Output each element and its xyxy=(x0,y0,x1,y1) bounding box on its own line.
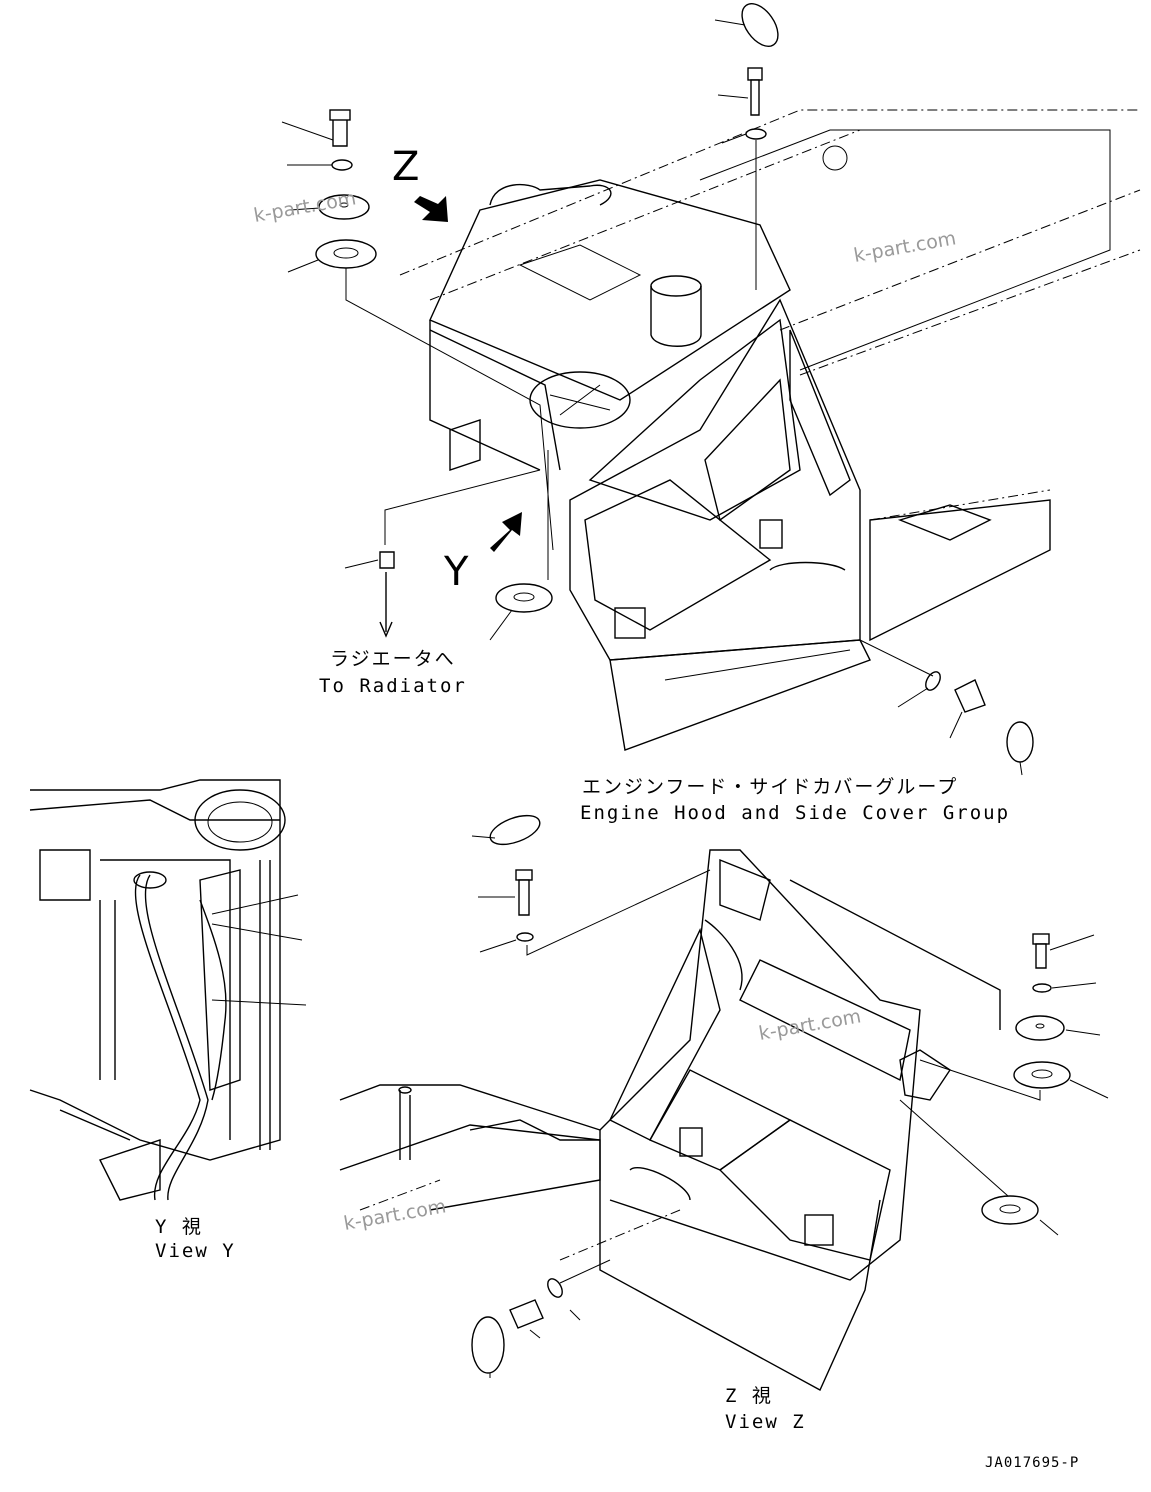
label-view-y-en: View Y xyxy=(155,1240,236,1262)
view-letter-z: Z xyxy=(392,144,419,190)
view-y-arrow-icon xyxy=(490,512,522,552)
label-view-z-jp: Z 視 xyxy=(725,1385,773,1407)
hardware-stack-top-right xyxy=(714,3,779,290)
label-group-jp: エンジンフード・サイドカバーグループ xyxy=(582,776,958,798)
watermark: k-part.com xyxy=(757,1005,863,1045)
watermark: k-part.com xyxy=(342,1195,448,1235)
drawing-code: JA017695-P xyxy=(985,1455,1079,1471)
view-arrows xyxy=(414,196,522,552)
view-z-arrow-icon xyxy=(414,196,448,222)
view-letter-y: Y xyxy=(443,549,469,595)
view-z-detail xyxy=(339,849,1001,1391)
watermark: k-part.com xyxy=(852,227,958,267)
label-group-en: Engine Hood and Side Cover Group xyxy=(580,802,1010,824)
label-radiator-jp: ラジエータへ xyxy=(330,648,456,670)
view-y-detail xyxy=(29,779,307,1201)
hardware-view-z xyxy=(471,814,1109,1378)
label-view-y-jp: Y 視 xyxy=(155,1216,203,1238)
hardware-y-area xyxy=(344,450,553,641)
hardware-stack-top-left xyxy=(281,109,554,551)
watermark: k-part.com xyxy=(252,187,358,227)
label-view-z-en: View Z xyxy=(725,1411,806,1433)
label-radiator-en: To Radiator xyxy=(319,675,467,697)
top-assembly xyxy=(399,109,1141,751)
hardware-side-right xyxy=(859,639,1034,776)
